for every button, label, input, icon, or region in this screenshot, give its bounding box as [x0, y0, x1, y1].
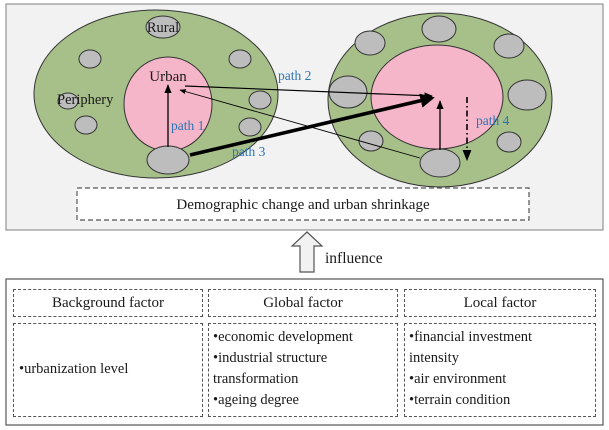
background-factor-header: Background factor: [13, 289, 203, 317]
factor-item: •industrial structure: [213, 350, 328, 366]
rural-node: [507, 79, 547, 111]
influence-arrow: [290, 231, 324, 273]
local-factor-body: •financial investment intensity •air env…: [404, 323, 596, 417]
urban-label: Urban: [149, 69, 187, 85]
rural-node: [358, 130, 384, 152]
rural-node: [57, 92, 79, 110]
rural-node: [248, 90, 272, 110]
rural-node: [228, 49, 252, 69]
flow-arrows: [164, 84, 472, 162]
rural-node: [145, 15, 181, 39]
global-factor-header: Global factor: [208, 289, 398, 317]
influence-label: influence: [325, 250, 383, 267]
rural-label: Rural: [147, 20, 179, 36]
path3-label: path 3: [232, 144, 266, 159]
caption-box: [76, 187, 530, 221]
rural-node: [74, 115, 98, 135]
local-factor-header: Local factor: [404, 289, 596, 317]
factor-item: •terrain condition: [409, 392, 511, 408]
right-urban-core: [370, 44, 504, 150]
left-rural-nodes: [57, 15, 272, 175]
global-factor-body: •economic development •industrial struct…: [208, 323, 398, 417]
rural-node: [78, 49, 102, 69]
rural-node: [354, 30, 386, 56]
rural-node: [146, 145, 190, 175]
rural-node: [419, 148, 461, 178]
global-factor-list: •economic development •industrial struct…: [213, 327, 353, 411]
rural-node: [421, 15, 457, 43]
rural-node: [493, 33, 525, 59]
periphery-label: Periphery: [57, 92, 114, 108]
background-factor-list: •urbanization level: [19, 359, 128, 380]
local-factor-list: •financial investment intensity •air env…: [409, 327, 532, 411]
path4-label: path 4: [476, 113, 510, 128]
factor-item: intensity: [409, 350, 459, 366]
background-factor-body: •urbanization level: [13, 323, 203, 417]
factor-item: •urbanization level: [19, 361, 129, 377]
rural-node: [238, 117, 262, 137]
factors-panel: [5, 278, 604, 426]
rural-node: [496, 131, 522, 153]
return-arrow: [179, 89, 421, 159]
path3-arrow: [189, 93, 435, 157]
factor-item: •economic development: [213, 329, 353, 345]
factor-item: •air environment: [409, 371, 507, 387]
factor-item: transformation: [213, 371, 299, 387]
path1-label: path 1: [171, 118, 204, 133]
factor-item: •ageing degree: [213, 392, 299, 408]
factor-item: •financial investment: [409, 329, 533, 345]
caption-text: Demographic change and urban shrinkage: [176, 197, 430, 213]
path2-arrow: [184, 85, 433, 100]
path2-label: path 2: [278, 68, 311, 83]
